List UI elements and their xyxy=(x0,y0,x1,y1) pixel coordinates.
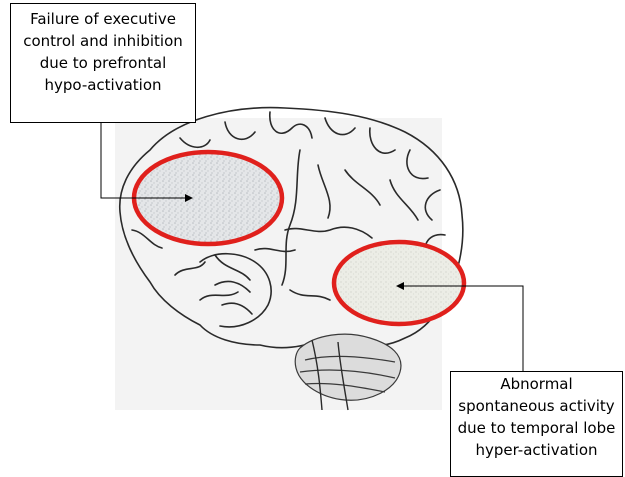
callout-line: Abnormal xyxy=(451,373,622,395)
temporal-region-highlight xyxy=(334,242,464,324)
prefrontal-callout-box: Failure of executive control and inhibit… xyxy=(10,3,196,123)
callout-line: hypo-activation xyxy=(11,74,195,96)
callout-line: Failure of executive xyxy=(11,8,195,30)
callout-line: due to temporal lobe xyxy=(451,417,622,439)
callout-line: due to prefrontal xyxy=(11,52,195,74)
callout-line: hyper-activation xyxy=(451,439,622,461)
temporal-callout-box: Abnormal spontaneous activity due to tem… xyxy=(450,371,623,477)
callout-line: control and inhibition xyxy=(11,30,195,52)
callout-line: spontaneous activity xyxy=(451,395,622,417)
